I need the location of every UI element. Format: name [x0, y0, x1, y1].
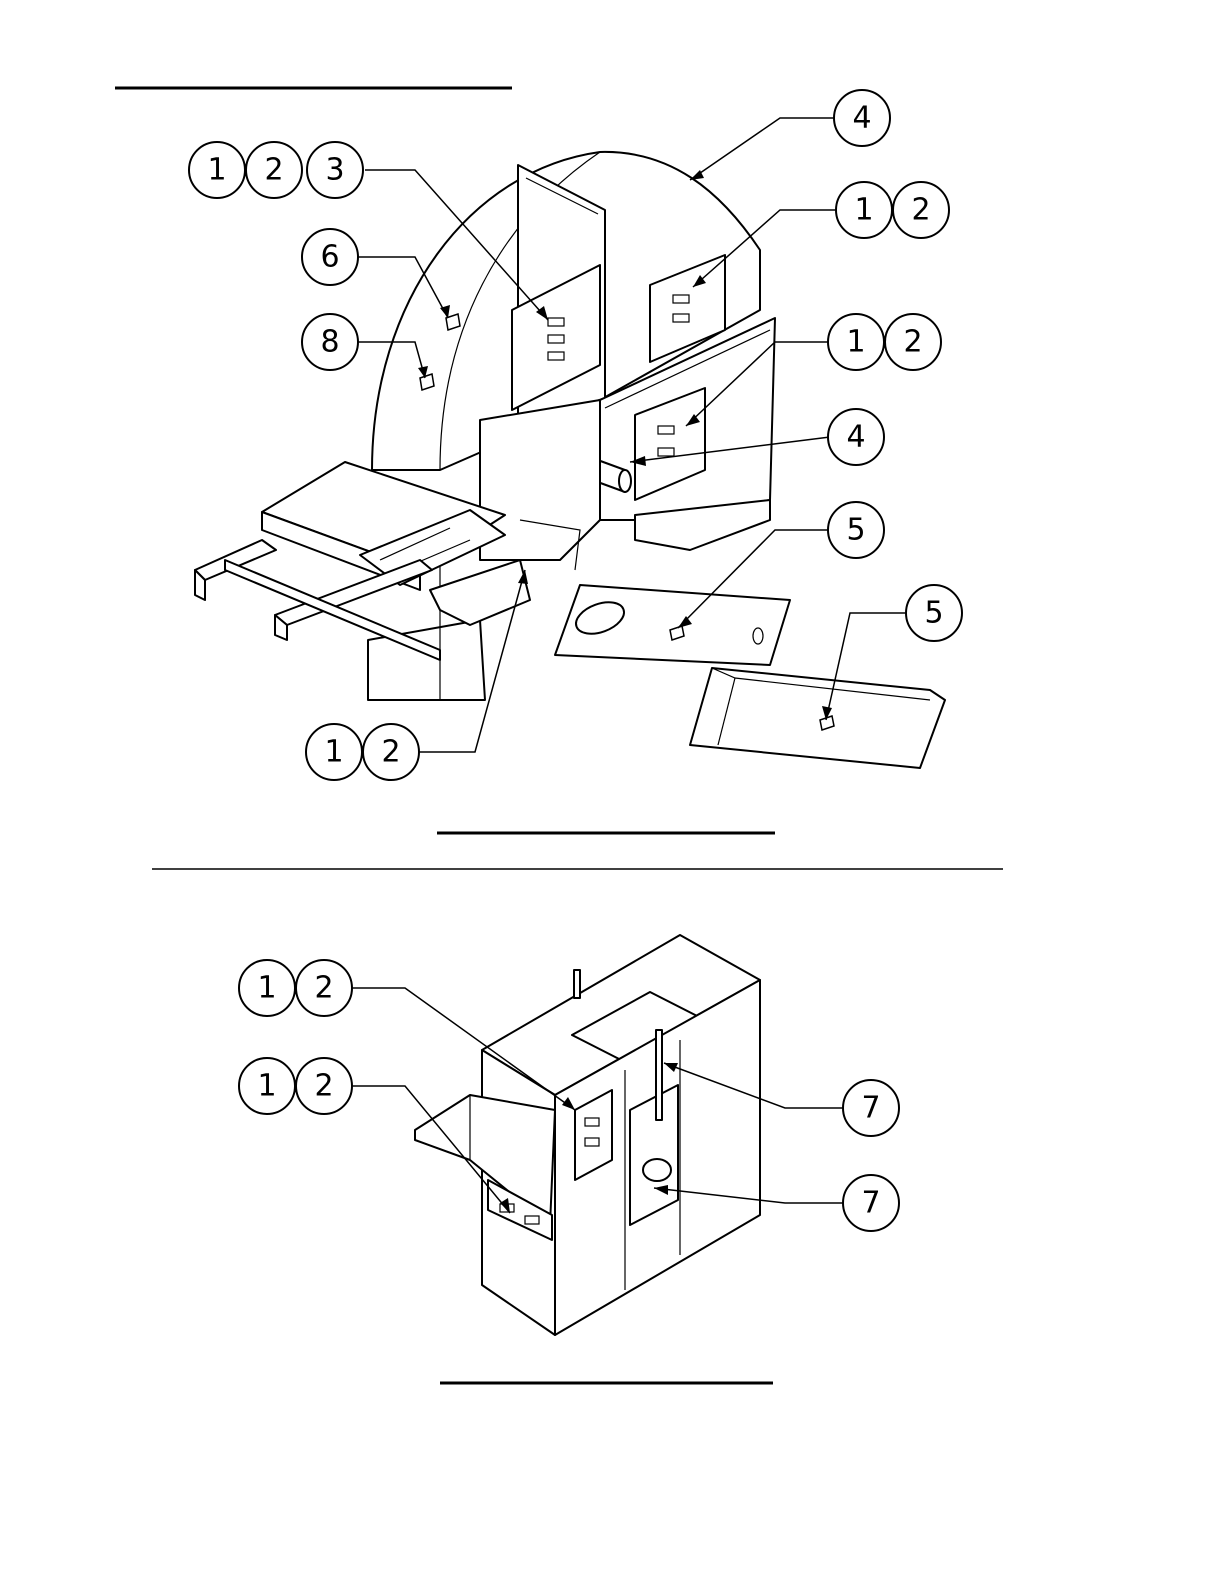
callout-7-lower: 7: [843, 1175, 899, 1231]
callout-number: 2: [911, 193, 930, 228]
callout-number: 2: [314, 1069, 333, 1104]
callout-number: 7: [861, 1091, 880, 1126]
callout-number: 5: [924, 596, 943, 631]
trough-cover: [690, 668, 945, 768]
callout-8: 8: [302, 314, 358, 370]
callout-number: 8: [320, 325, 339, 360]
callout-number: 1: [257, 971, 276, 1006]
callout-number: 2: [314, 971, 333, 1006]
callout-number: 1: [846, 325, 865, 360]
callout-number: 2: [381, 735, 400, 770]
callout-number: 1: [257, 1069, 276, 1104]
callout-1-2-platform: 1 2: [306, 724, 419, 780]
callout-number: 4: [846, 420, 865, 455]
callout-1-2-upper-door: 1 2: [836, 182, 949, 238]
boot-section-illustration: [415, 935, 760, 1335]
callout-number: 1: [207, 153, 226, 188]
callout-7-upper: 7: [843, 1080, 899, 1136]
callout-number: 6: [320, 240, 339, 275]
callout-6: 6: [302, 229, 358, 285]
callout-4-hood: 4: [834, 90, 890, 146]
callout-1-2-boot-top: 1 2: [239, 960, 352, 1016]
callout-number: 1: [324, 735, 343, 770]
callout-1-2-3: 1 2 3: [189, 142, 363, 198]
callout-4-casing: 4: [828, 409, 884, 465]
callout-1-2-lower-door: 1 2: [828, 314, 941, 370]
callout-number: 3: [325, 153, 344, 188]
callout-number: 2: [264, 153, 283, 188]
callout-number: 5: [846, 513, 865, 548]
callout-number: 1: [854, 193, 873, 228]
callout-1-2-boot-inlet: 1 2: [239, 1058, 352, 1114]
callout-number: 7: [861, 1186, 880, 1221]
callout-number: 2: [903, 325, 922, 360]
callout-number: 4: [852, 101, 871, 136]
callout-5-trough-cover: 5: [906, 585, 962, 641]
callout-5-cover-panel: 5: [828, 502, 884, 558]
